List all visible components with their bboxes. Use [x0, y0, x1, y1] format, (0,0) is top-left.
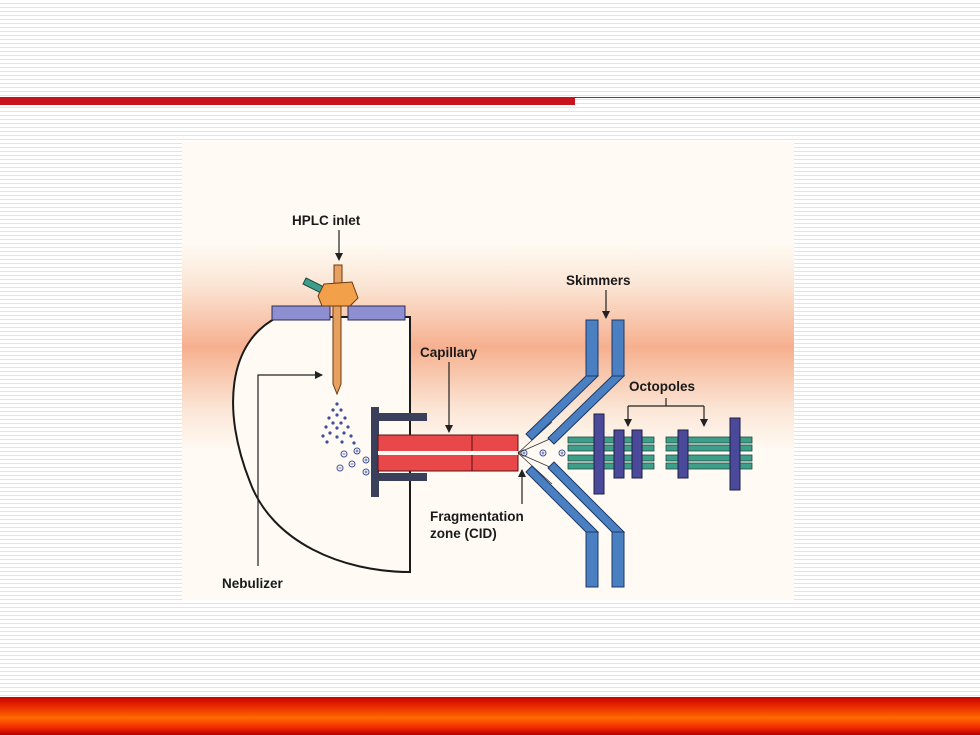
chamber-cap-right	[347, 305, 406, 321]
octopoles-bracket	[624, 398, 708, 427]
cid-ion-charge-marks	[522, 451, 564, 455]
octopole-rods-1	[567, 436, 655, 470]
title-rule-thick	[0, 97, 575, 105]
nebulizer-arrow	[257, 371, 323, 566]
cid-ions	[520, 449, 566, 457]
label-nebulizer: Nebulizer	[222, 576, 284, 591]
footer-gradient-bar	[0, 697, 980, 735]
label-capillary: Capillary	[420, 345, 478, 360]
esi-source-diagram: HPLC inlet Skimmers Capillary Octopoles …	[182, 142, 794, 600]
octopole-rods-2	[665, 436, 753, 470]
spray-chamber	[232, 316, 411, 574]
label-skimmers: Skimmers	[566, 273, 631, 288]
chamber-cap-left	[271, 305, 331, 321]
capillary-holder-bracket	[371, 407, 379, 497]
label-octopoles: Octopoles	[629, 379, 695, 394]
diagram-svg: HPLC inlet Skimmers Capillary Octopoles …	[182, 213, 794, 591]
capillary-holder-bottom	[371, 473, 427, 481]
label-fragmentation-line1: Fragmentation	[430, 509, 524, 524]
nebulizer-head	[317, 281, 359, 307]
capillary-holder-top	[371, 413, 427, 421]
spray-droplets	[321, 402, 356, 445]
label-hplc-inlet: HPLC inlet	[292, 213, 361, 228]
skimmers	[525, 319, 626, 588]
octopole-plates	[593, 413, 741, 495]
capillary-bore	[378, 451, 518, 455]
label-fragmentation-line2: zone (CID)	[430, 526, 497, 541]
title-rule-thin	[575, 97, 980, 98]
sprayer-needle	[332, 305, 342, 396]
